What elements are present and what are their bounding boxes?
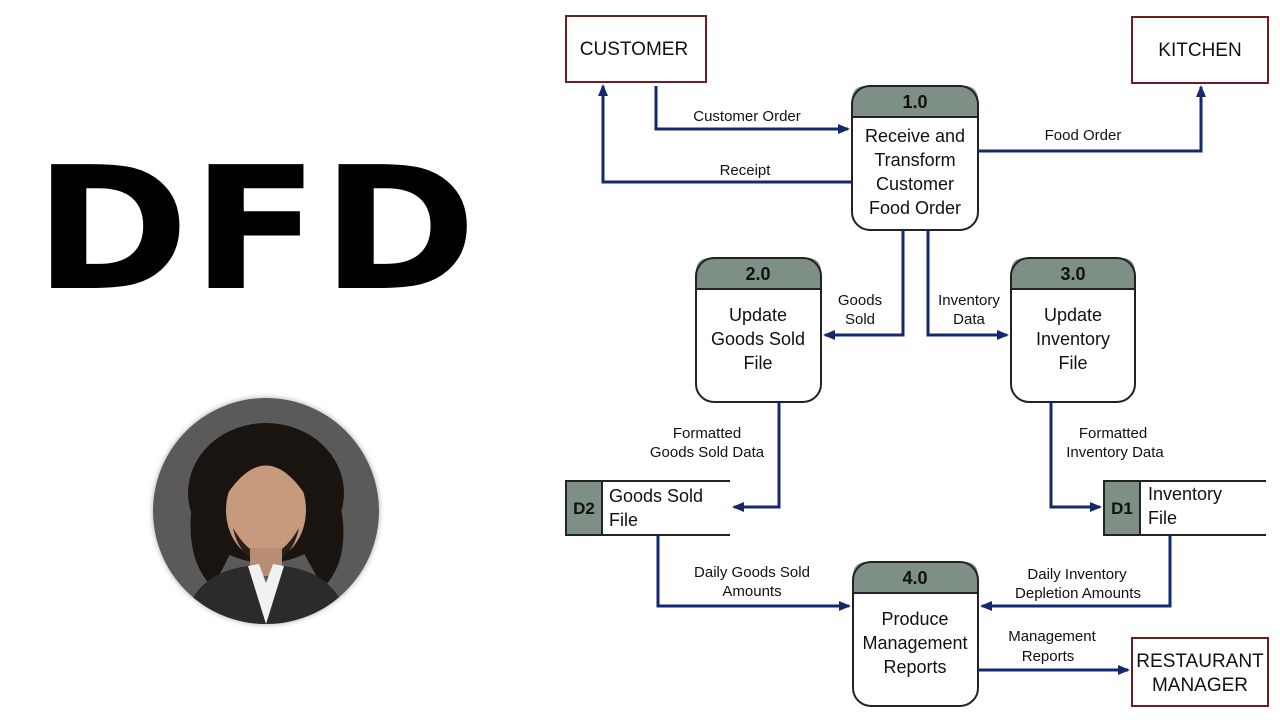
flow-label-receipt: Receipt xyxy=(720,162,772,179)
flow-label-goods-sold-2: Sold xyxy=(845,311,875,328)
flow-label-formatted-goods-2: Goods Sold Data xyxy=(650,444,765,461)
presenter-avatar xyxy=(153,398,379,624)
arrow-receipt xyxy=(598,84,852,184)
process-3-line-3: File xyxy=(1058,353,1087,373)
flow-label-daily-goods-1: Daily Goods Sold xyxy=(694,564,810,581)
presenter-photo xyxy=(153,398,379,624)
process-3-id: 3.0 xyxy=(1060,264,1085,284)
process-4-line-3: Reports xyxy=(883,657,946,677)
entity-restaurant-manager: RESTAURANT MANAGER xyxy=(1131,637,1269,707)
arrow-food-order xyxy=(978,85,1206,153)
arrow-customer-order xyxy=(654,86,850,134)
flow-label-goods-sold-1: Goods xyxy=(838,292,882,309)
store-d2: D2 Goods Sold File xyxy=(565,480,730,536)
store-d1-line-2: File xyxy=(1148,508,1177,528)
process-3-line-2: Inventory xyxy=(1036,329,1110,349)
process-1-line-3: Customer xyxy=(876,174,954,194)
process-4-id: 4.0 xyxy=(902,568,927,588)
entity-kitchen-label: KITCHEN xyxy=(1158,40,1241,61)
process-1-line-4: Food Order xyxy=(869,198,961,218)
entity-manager-line-1: RESTAURANT xyxy=(1136,651,1264,672)
process-1: 1.0 Receive and Transform Customer Food … xyxy=(851,85,979,231)
flow-arrows xyxy=(598,84,1206,675)
page-title: DFD xyxy=(34,131,479,329)
flow-label-inventory-data-2: Data xyxy=(953,311,985,328)
process-2-line-2: Goods Sold xyxy=(711,329,805,349)
process-1-line-2: Transform xyxy=(874,150,955,170)
arrow-inventory-data xyxy=(926,230,1009,340)
flow-label-management-reports-1: Management xyxy=(1008,628,1096,645)
flow-label-management-reports-2: Reports xyxy=(1022,648,1075,665)
arrow-formatted-inventory xyxy=(1049,402,1102,512)
flow-label-customer-order: Customer Order xyxy=(693,108,801,125)
process-2-line-3: File xyxy=(743,353,772,373)
flow-label-formatted-inventory-2: Inventory Data xyxy=(1066,444,1164,461)
arrow-daily-goods xyxy=(656,535,851,611)
process-2-id: 2.0 xyxy=(745,264,770,284)
process-4-line-2: Management xyxy=(862,633,967,653)
process-1-id: 1.0 xyxy=(902,92,927,112)
arrow-daily-inventory xyxy=(980,535,1172,611)
arrow-goods-sold xyxy=(823,230,905,340)
entity-customer-label: CUSTOMER xyxy=(580,39,688,60)
flow-label-daily-inventory-1: Daily Inventory xyxy=(1027,566,1127,583)
process-4-line-1: Produce xyxy=(881,609,948,629)
store-d2-line-2: File xyxy=(609,510,638,530)
process-1-line-1: Receive and xyxy=(865,126,965,146)
store-d1: D1 Inventory File xyxy=(1103,480,1266,536)
arrow-formatted-goods xyxy=(732,402,781,512)
flow-label-formatted-goods-1: Formatted xyxy=(673,425,741,442)
flow-label-daily-inventory-2: Depletion Amounts xyxy=(1015,585,1141,602)
store-d2-id: D2 xyxy=(573,499,595,518)
process-2-line-1: Update xyxy=(729,305,787,325)
flow-label-inventory-data-1: Inventory xyxy=(938,292,1000,309)
entity-manager-line-2: MANAGER xyxy=(1152,675,1248,696)
store-d2-line-1: Goods Sold xyxy=(609,486,703,506)
store-d1-id: D1 xyxy=(1111,499,1133,518)
process-4: 4.0 Produce Management Reports xyxy=(852,561,979,707)
process-3: 3.0 Update Inventory File xyxy=(1010,257,1136,403)
flow-label-formatted-inventory-1: Formatted xyxy=(1079,425,1147,442)
entity-customer: CUSTOMER xyxy=(565,15,707,83)
store-d1-line-1: Inventory xyxy=(1148,484,1222,504)
entity-kitchen: KITCHEN xyxy=(1131,16,1269,84)
process-3-line-1: Update xyxy=(1044,305,1102,325)
process-2: 2.0 Update Goods Sold File xyxy=(695,257,822,403)
flow-label-daily-goods-2: Amounts xyxy=(722,583,781,600)
flow-label-food-order: Food Order xyxy=(1045,127,1122,144)
